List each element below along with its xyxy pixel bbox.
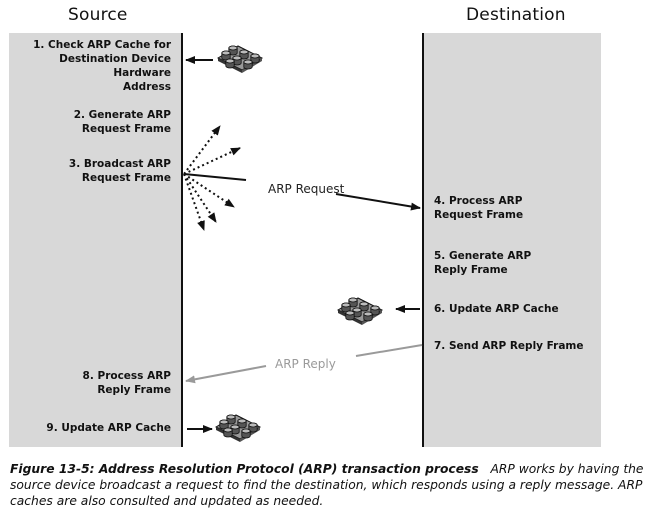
destination-column (422, 33, 601, 447)
step-process-reply: 8. Process ARP Reply Frame (82, 370, 171, 396)
arp-request-arrow-start (183, 173, 247, 181)
arp-cache-icon (218, 46, 262, 73)
source-column (9, 33, 183, 447)
step-update-cache-source: 9. Update ARP Cache (46, 422, 171, 434)
arp-reply-arrow-start (355, 344, 423, 357)
caption-title: Figure 13-5: Address Resolution Protocol… (10, 462, 479, 476)
step-broadcast-request: 3. Broadcast ARP Request Frame (68, 158, 171, 184)
step-generate-request: 2. Generate ARP Request Frame (73, 109, 171, 135)
arp-reply-label: ARP Reply (275, 357, 336, 371)
arp-cache-icon (216, 415, 260, 442)
step-check-arp-cache: 1. Check ARP Cache for Destination Devic… (33, 39, 171, 93)
caption-body: ARP works by having the source device br… (10, 462, 644, 508)
step-generate-reply: 5. Generate ARP Reply Frame (434, 250, 532, 276)
arp-reply-arrow (185, 365, 267, 384)
arp-request-arrow (335, 193, 421, 211)
broadcast-arrows (183, 125, 241, 231)
source-heading: Source (68, 5, 128, 25)
step-update-cache-destination: 6. Update ARP Cache (434, 303, 559, 315)
step-process-request: 4. Process ARP Request Frame (434, 195, 524, 221)
diagram-arrows (183, 0, 423, 460)
figure-caption: Figure 13-5: Address Resolution Protocol… (10, 461, 655, 509)
destination-heading: Destination (466, 5, 566, 25)
step-send-reply: 7. Send ARP Reply Frame (434, 340, 584, 352)
arp-request-label: ARP Request (268, 182, 345, 196)
arp-cache-icon (338, 298, 382, 325)
